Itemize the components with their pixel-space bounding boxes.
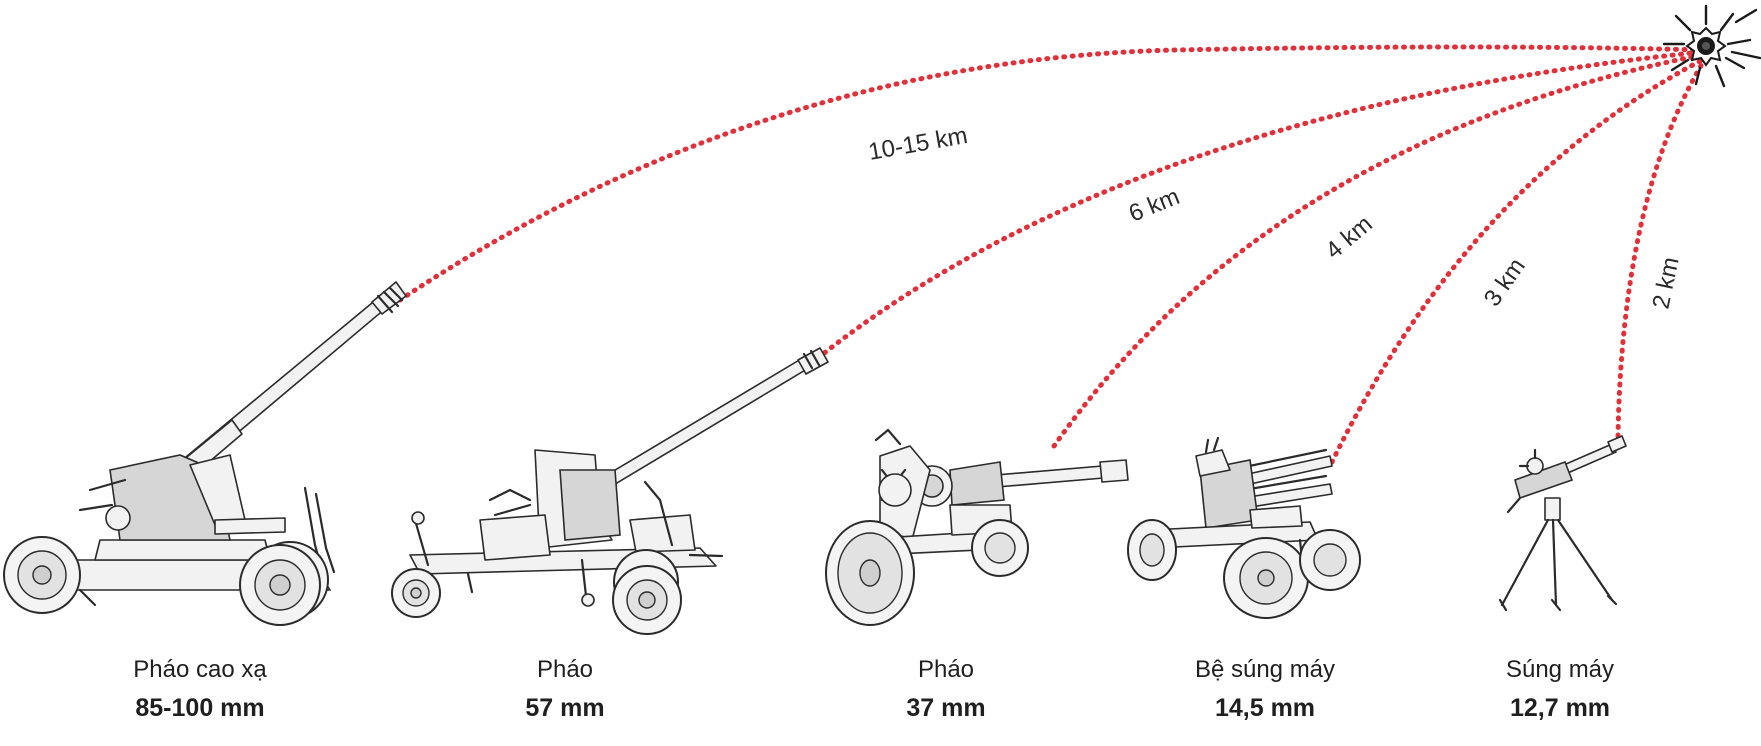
caption-14-5mm: Bệ súng máy 14,5 mm — [1195, 656, 1335, 722]
caption-37mm: Pháo 37 mm — [906, 656, 985, 722]
range-label-14-5mm: 3 km — [1479, 253, 1531, 311]
trajectory-37mm — [1051, 52, 1705, 449]
caption-caliber: 37 mm — [906, 694, 985, 722]
range-label-37mm: 4 km — [1321, 210, 1378, 264]
caption-caliber: 85-100 mm — [135, 694, 264, 722]
trajectory-85-100mm — [397, 44, 1705, 303]
trajectory-57mm — [815, 49, 1705, 361]
aa-gun-57mm-illustration — [391, 347, 829, 635]
caption-caliber: 12,7 mm — [1510, 694, 1610, 722]
hmg-14-5mm-mount-illustration — [1127, 436, 1361, 619]
trajectory-14-5mm — [1329, 55, 1709, 465]
aa-gun-85-100mm-illustration — [3, 281, 407, 626]
caption-57mm: Pháo 57 mm — [525, 656, 604, 722]
trajectories — [397, 44, 1709, 465]
range-label-85-100mm: 10-15 km — [866, 122, 969, 166]
caption-caliber: 14,5 mm — [1215, 694, 1315, 722]
caption-name: Súng máy — [1506, 656, 1614, 683]
caption-name: Bệ súng máy — [1195, 656, 1335, 683]
range-label-57mm: 6 km — [1125, 183, 1183, 228]
aa-gun-37mm-illustration — [825, 428, 1129, 626]
caption-name: Pháo — [537, 656, 593, 683]
range-labels: 10-15 km 6 km 4 km 3 km 2 km — [866, 122, 1684, 311]
burst-icon — [1662, 4, 1761, 88]
range-label-12-7mm: 2 km — [1647, 255, 1684, 311]
caption-caliber: 57 mm — [525, 694, 604, 722]
trajectory-12-7mm — [1615, 61, 1705, 439]
hmg-12-7mm-tripod-illustration — [1498, 435, 1627, 612]
caption-12-7mm: Súng máy 12,7 mm — [1506, 656, 1614, 722]
caption-85-100mm: Pháo cao xạ 85-100 mm — [133, 656, 267, 722]
caption-name: Pháo cao xạ — [133, 656, 267, 683]
caption-name: Pháo — [918, 656, 974, 683]
captions: Pháo cao xạ 85-100 mm Pháo 57 mm Pháo 37… — [133, 656, 1614, 722]
